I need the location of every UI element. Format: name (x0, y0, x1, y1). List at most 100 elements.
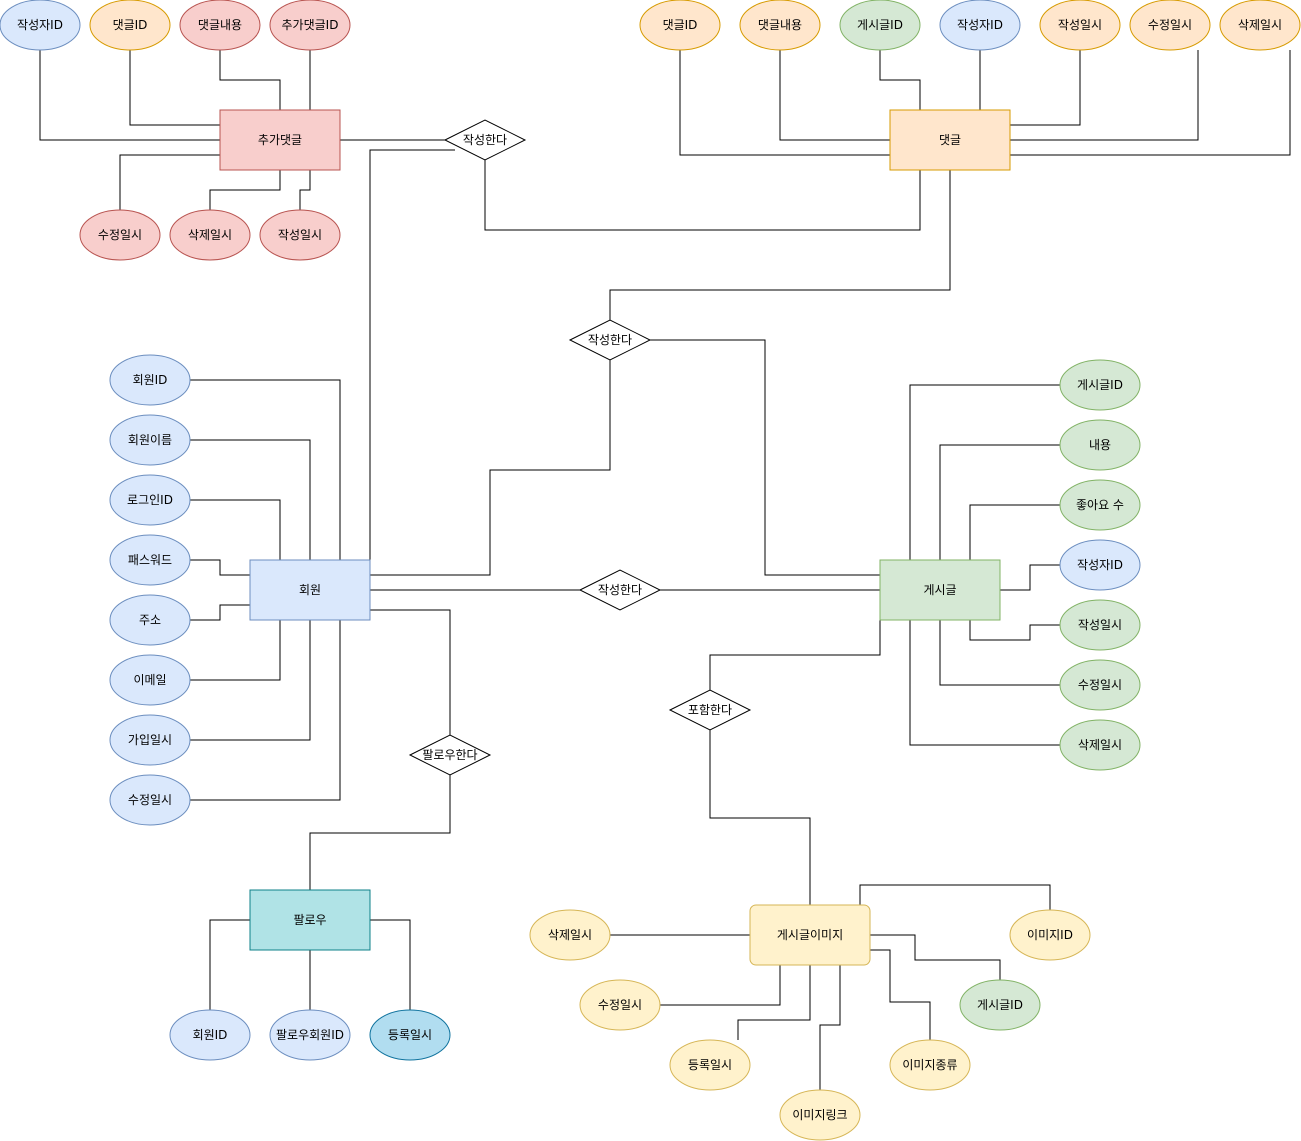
entity-box (249, 559, 371, 621)
attribute-ellipse (1059, 599, 1141, 651)
attribute-ellipse (109, 714, 191, 766)
attribute-label: 수정일시 (1078, 678, 1122, 692)
attribute-ellipse (109, 654, 191, 706)
relationship-diamond (668, 689, 752, 731)
attribute-label: 작성일시 (278, 228, 322, 242)
connector (369, 149, 455, 560)
connector (309, 775, 451, 890)
connector (39, 50, 220, 141)
connector (969, 620, 1060, 641)
attribute-label: 팔로우회원ID (276, 1028, 344, 1042)
attribute-ellipse (1059, 359, 1141, 411)
connector (370, 360, 611, 576)
relationship-diamond (443, 119, 527, 161)
entity-label: 댓글 (939, 133, 961, 147)
attribute-label: 이미지ID (1027, 928, 1073, 942)
attribute-label: 삭제일시 (548, 928, 592, 942)
attribute-ellipse (529, 909, 611, 961)
attribute-ellipse (1059, 719, 1141, 771)
connector (119, 154, 220, 210)
connector (209, 170, 281, 210)
relationship-label: 작성한다 (588, 333, 632, 347)
connector (370, 919, 411, 1010)
attribute-label: 가입일시 (128, 733, 172, 747)
connector (1010, 50, 1291, 156)
attribute-ellipse (1059, 539, 1141, 591)
attribute-ellipse (1039, 0, 1121, 51)
attribute-ellipse (1059, 659, 1141, 711)
attribute-label: 삭제일시 (1078, 738, 1122, 752)
attribute-label: 회원ID (193, 1028, 228, 1042)
attribute-ellipse (839, 0, 921, 51)
connectors (39, 50, 1291, 1090)
entity-box (249, 889, 371, 951)
attribute-ellipse (939, 0, 1021, 51)
entity-label: 게시글 (923, 583, 956, 597)
connector (190, 559, 250, 576)
attribute-label: 이미지종류 (902, 1058, 957, 1072)
attribute-ellipse (259, 209, 341, 261)
entity-box (879, 559, 1001, 621)
attribute-ellipse (1059, 419, 1141, 471)
attribute-ellipse (109, 534, 191, 586)
attribute-ellipse (269, 0, 351, 51)
attribute-ellipse (739, 0, 821, 51)
attribute-label: 등록일시 (388, 1028, 432, 1042)
connector (819, 965, 841, 1090)
attribute-label: 이미지링크 (792, 1108, 847, 1122)
relationship-diamond (578, 569, 662, 611)
connector (299, 170, 311, 210)
attribute-label: 삭제일시 (1238, 18, 1282, 32)
connector (650, 339, 880, 576)
connector (909, 384, 1060, 560)
attribute-ellipse (889, 1039, 971, 1091)
attribute-label: 게시글ID (1077, 378, 1123, 392)
connector (190, 620, 311, 741)
attribute-ellipse (169, 209, 251, 261)
connector (870, 949, 931, 1040)
connector (709, 730, 811, 905)
attribute-label: 게시글ID (977, 998, 1023, 1012)
entity-label: 게시글이미지 (777, 928, 843, 942)
connector (190, 604, 250, 621)
entity-label: 회원 (299, 583, 321, 597)
attribute-ellipse (179, 0, 261, 51)
attribute-ellipse (1059, 479, 1141, 531)
attribute-label: 회원이름 (128, 433, 172, 447)
attribute-ellipse (959, 979, 1041, 1031)
attribute-label: 댓글ID (113, 18, 148, 32)
attribute-label: 작성자ID (1077, 558, 1123, 572)
attribute-label: 회원ID (133, 373, 168, 387)
connector (939, 620, 1060, 686)
connector (190, 620, 281, 681)
attribute-ellipse (0, 0, 81, 51)
entity-box (889, 109, 1011, 171)
attribute-label: 댓글내용 (198, 18, 242, 32)
connector (190, 439, 311, 560)
attribute-ellipse (579, 979, 661, 1031)
attribute-label: 작성자ID (957, 18, 1003, 32)
connector (190, 379, 341, 560)
attribute-label: 좋아요 수 (1076, 498, 1124, 512)
attribute-ellipse (109, 774, 191, 826)
connector (660, 965, 781, 1006)
relationship-label: 작성한다 (463, 133, 507, 147)
attribute-label: 작성일시 (1078, 618, 1122, 632)
connector (129, 50, 220, 126)
entity-box (219, 109, 341, 171)
attribute-ellipse (269, 1009, 351, 1061)
attribute-ellipse (669, 1039, 751, 1091)
entity-label: 팔로우 (293, 913, 326, 927)
attribute-ellipse (109, 354, 191, 406)
attribute-ellipse (109, 474, 191, 526)
relationship-label: 작성한다 (598, 583, 642, 597)
entity-box (749, 904, 871, 966)
attribute-label: 작성자ID (17, 18, 63, 32)
connector (209, 919, 250, 1010)
connector (190, 499, 281, 560)
connector (679, 50, 890, 156)
connector (709, 620, 881, 690)
attribute-ellipse (1009, 909, 1091, 961)
attribute-label: 주소 (139, 613, 161, 627)
